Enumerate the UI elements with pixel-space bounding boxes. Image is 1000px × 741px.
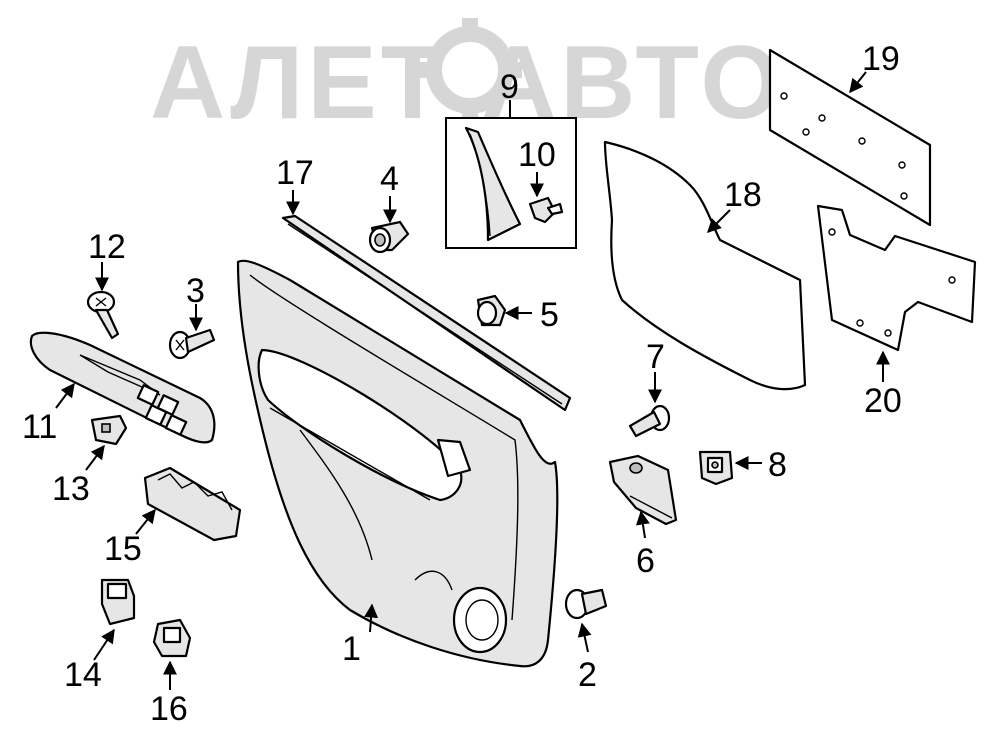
callout-10: 10 (518, 136, 556, 174)
leader-18 (707, 209, 731, 233)
callout-6: 6 (636, 542, 655, 580)
part-16-connector (152, 618, 192, 658)
part-14-connector (100, 578, 136, 626)
part-13-clip (90, 414, 128, 446)
part-17-belt-molding (281, 214, 572, 412)
part-20-insulator (816, 204, 977, 352)
part-1-door-trim-panel (236, 259, 559, 668)
part-6-handle-bracket (608, 454, 678, 526)
callout-9: 9 (500, 68, 519, 106)
part-19-insulator-panel (768, 48, 932, 227)
callout-13: 13 (52, 470, 90, 508)
part-5-clip (476, 294, 507, 327)
callout-11: 11 (22, 408, 57, 446)
callout-20: 20 (864, 382, 902, 420)
callout-18: 18 (724, 176, 762, 214)
callout-4: 4 (380, 160, 399, 198)
callout-1: 1 (342, 630, 361, 668)
part-7-screw (628, 404, 671, 438)
callout-labels: 1 2 3 4 5 6 7 8 9 10 11 12 13 14 15 16 1… (22, 40, 902, 728)
callout-5: 5 (540, 296, 559, 334)
callout-12: 12 (88, 228, 126, 266)
callout-2: 2 (578, 656, 597, 694)
part-8-clip (698, 450, 734, 486)
part-11-switch-bezel (29, 331, 216, 444)
callout-7: 7 (646, 338, 665, 376)
part-2-push-clip (564, 588, 608, 620)
leader-1 (364, 603, 379, 633)
leader-2 (577, 622, 592, 653)
leader-6 (635, 510, 650, 539)
gear-logo-icon (418, 18, 522, 122)
part-10-clip (528, 196, 564, 224)
part-4-clip (368, 220, 410, 254)
callout-14: 14 (64, 656, 102, 694)
part-9-detail-box (445, 117, 577, 249)
leader-19 (849, 71, 867, 94)
leader-lines (55, 71, 890, 690)
leader-11 (55, 382, 75, 409)
part-18-watershield (603, 140, 807, 391)
leader-14 (93, 628, 115, 661)
part-15-switch (143, 466, 242, 542)
callout-15: 15 (104, 530, 142, 568)
leader-15 (135, 508, 156, 535)
callout-3: 3 (186, 272, 205, 310)
callout-17: 17 (276, 154, 314, 192)
part-12-screw (86, 290, 120, 340)
callout-16: 16 (150, 690, 188, 728)
callout-19: 19 (862, 40, 900, 78)
leader-13 (85, 444, 105, 471)
callout-8: 8 (768, 446, 787, 484)
part-3-screw (168, 328, 216, 360)
